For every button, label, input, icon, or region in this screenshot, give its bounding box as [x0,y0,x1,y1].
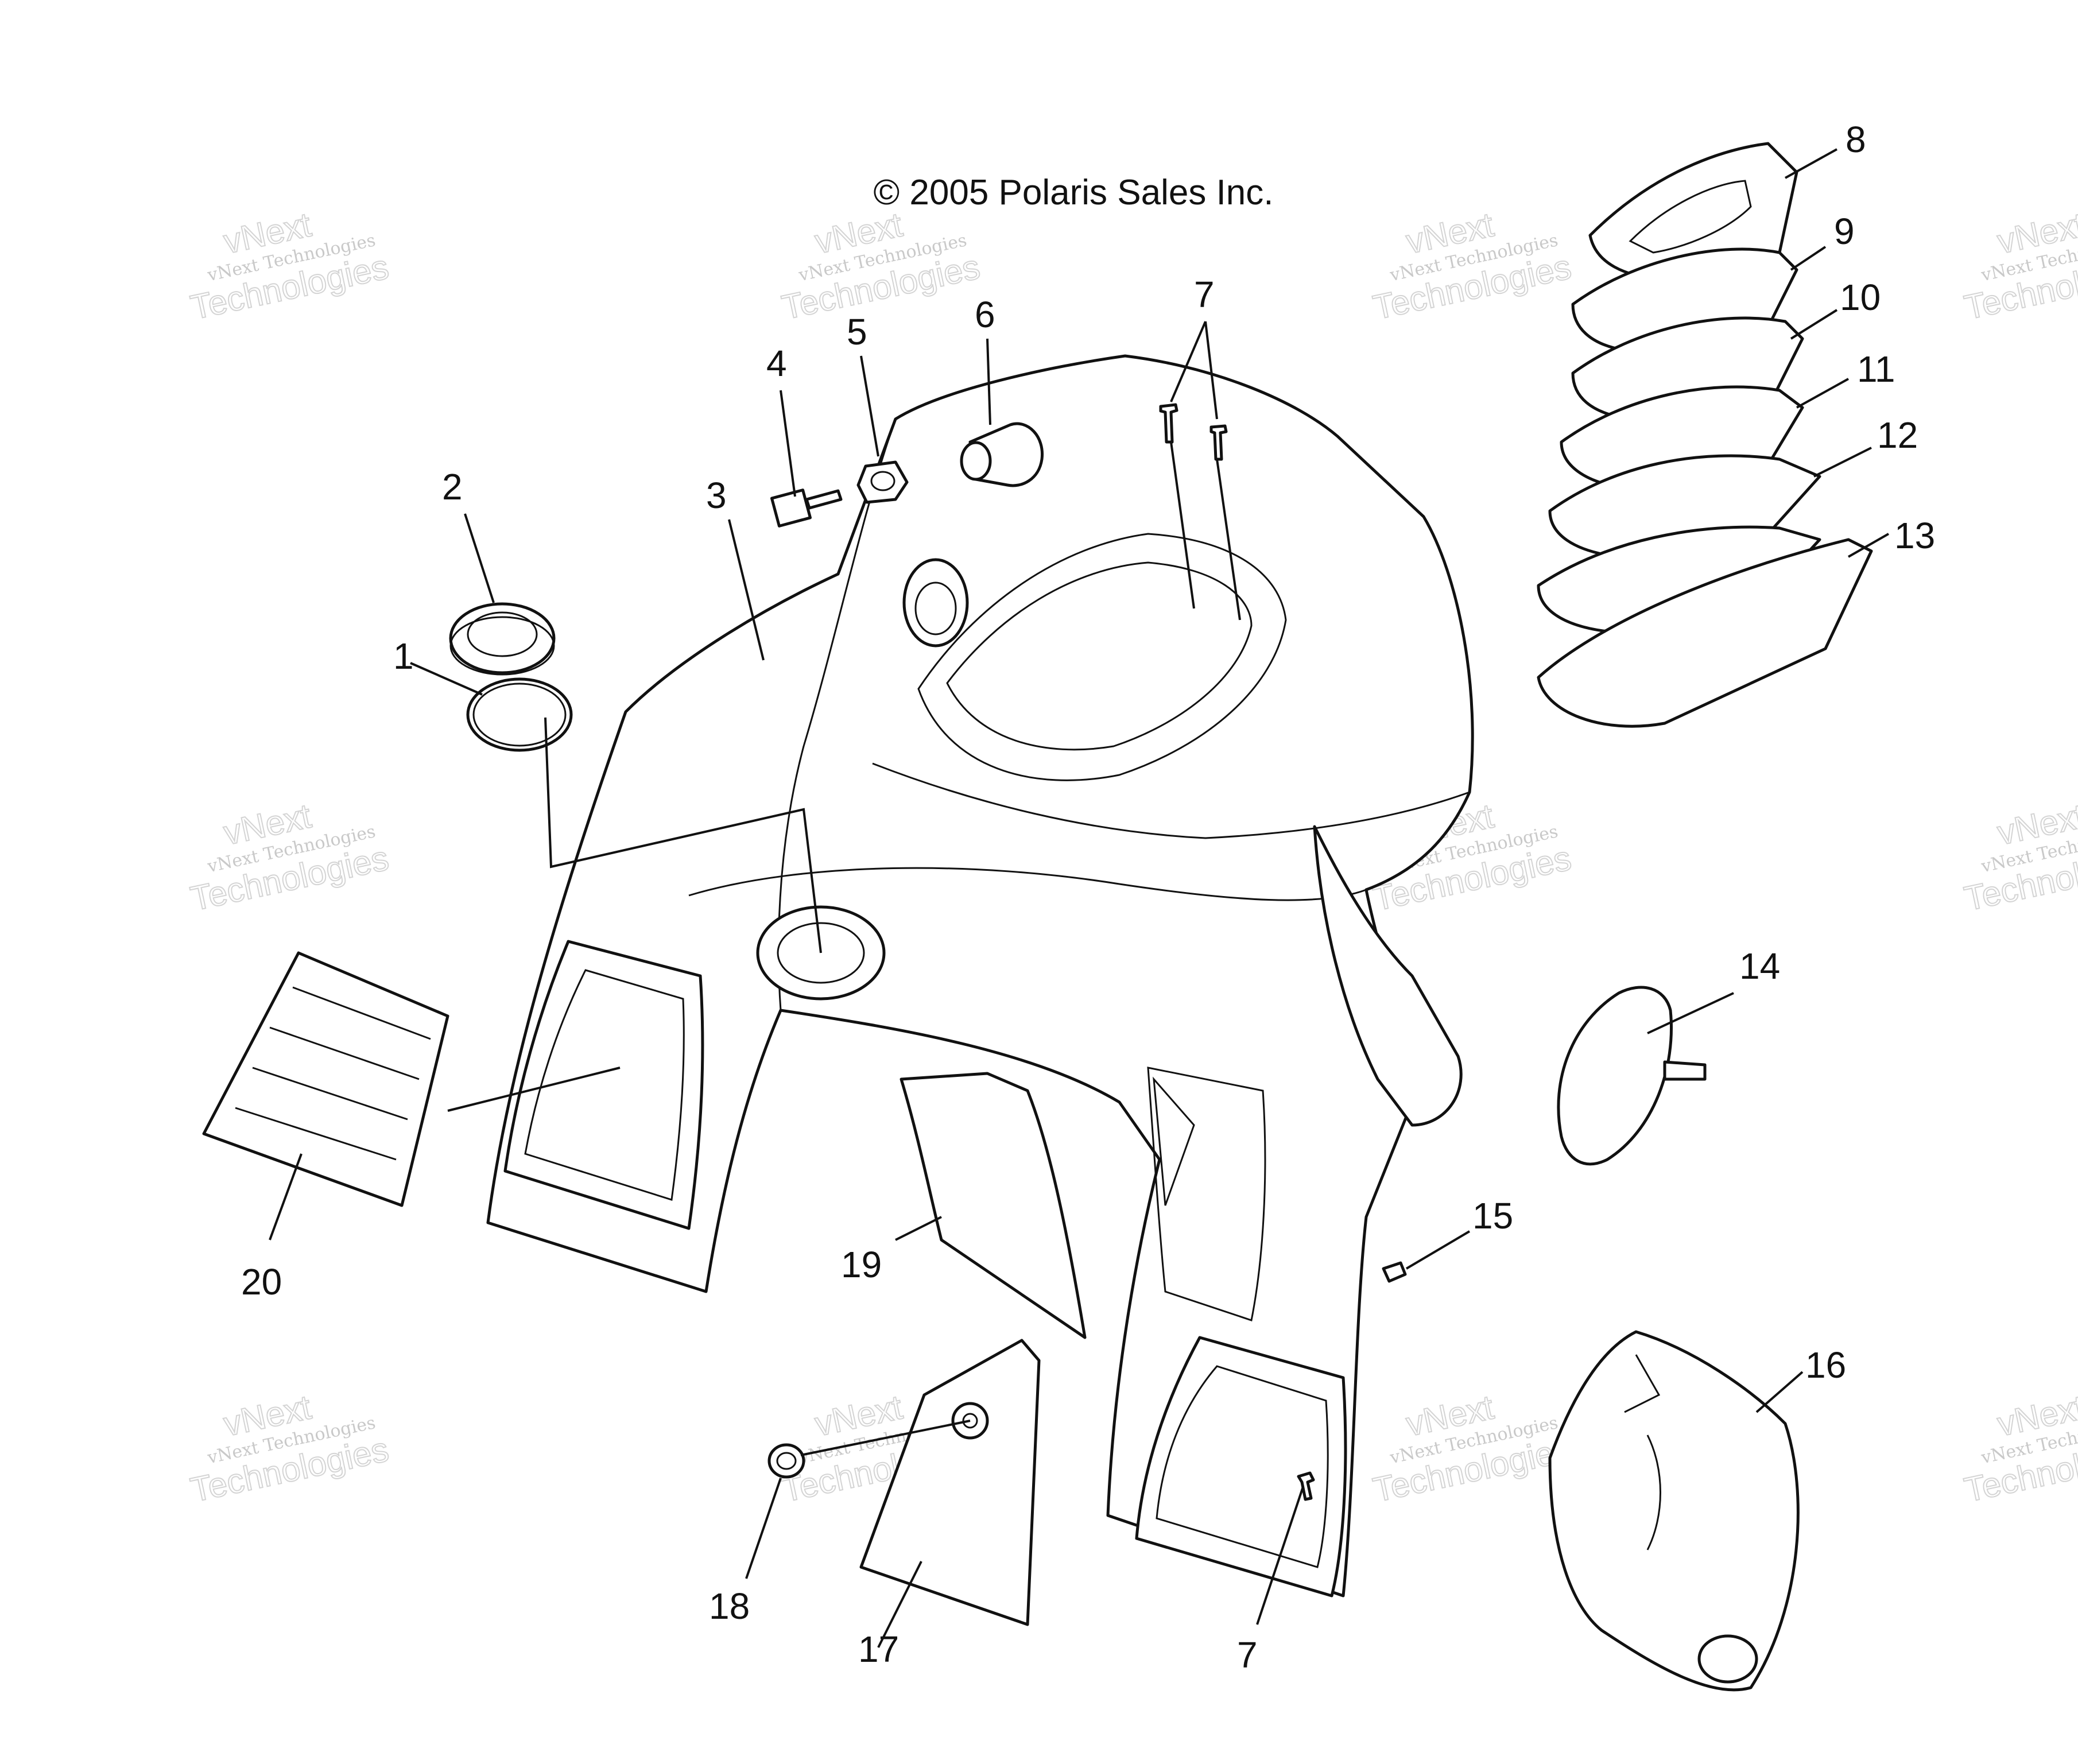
nut-part [856,460,909,504]
copyright-notice: © 2005 Polaris Sales Inc. [873,173,1274,212]
callout-8: 8 [1846,119,1866,160]
key-part [770,489,843,528]
right-vent-frame [1135,1336,1347,1598]
callout-18: 18 [709,1585,750,1627]
callout-15: 15 [1472,1195,1513,1236]
callout-6: 6 [975,294,995,335]
callout-14: 14 [1739,945,1780,987]
leader-lines [269,148,1889,1648]
callout-9: 9 [1834,211,1855,252]
o-ring-inner [472,683,567,747]
callout-5: 5 [847,311,867,352]
callout-7-top: 7 [1194,274,1215,315]
callout-10: 10 [1840,277,1881,318]
gauge-bezel-stack [1537,142,1873,728]
callout-11: 11 [1857,348,1895,390]
hood-body [486,354,1474,1598]
louvered-grille-part [202,951,449,1207]
knob-part [767,1443,805,1479]
callout-7-bottom: 7 [1237,1634,1258,1676]
callout-1: 1 [393,635,414,677]
side-pod-part [1548,1330,1800,1692]
callout-19: 19 [841,1244,882,1285]
center-trim-part [900,1072,1087,1339]
callout-12: 12 [1877,414,1918,456]
callout-13: 13 [1894,515,1935,556]
callout-labels: 1 2 3 4 5 6 7 7 8 9 10 11 12 13 14 15 16… [241,119,1935,1676]
ignition-switch-part [960,422,1044,487]
center-lower-panel [1147,1067,1266,1321]
callout-20: 20 [241,1261,282,1302]
rivet-part [1382,1261,1407,1283]
bezel-ring-part [449,602,556,676]
pad-part [1557,986,1707,1166]
callout-2: 2 [442,466,463,507]
callout-16: 16 [1805,1344,1846,1386]
callout-17: 17 [858,1629,899,1670]
o-ring-part [466,677,573,752]
callout-3: 3 [706,475,727,516]
callout-4: 4 [766,343,787,384]
left-vent-frame [503,940,704,1230]
